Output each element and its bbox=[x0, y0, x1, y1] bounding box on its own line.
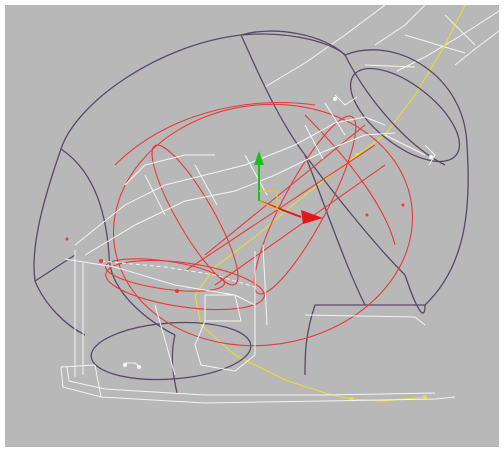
wireframe-scene bbox=[33, 5, 499, 404]
yellow-path-curve bbox=[194, 5, 466, 402]
red-sphere-wireframe bbox=[105, 102, 414, 347]
transform-gizmo-icon[interactable] bbox=[254, 151, 323, 224]
3d-viewport[interactable] bbox=[5, 5, 499, 447]
white-base-platform bbox=[60, 314, 456, 404]
vertex-markers bbox=[65, 97, 433, 369]
purple-housing-wireframe bbox=[33, 30, 469, 394]
white-armature-wireframe bbox=[64, 94, 436, 377]
background-rig-lines bbox=[264, 5, 499, 88]
